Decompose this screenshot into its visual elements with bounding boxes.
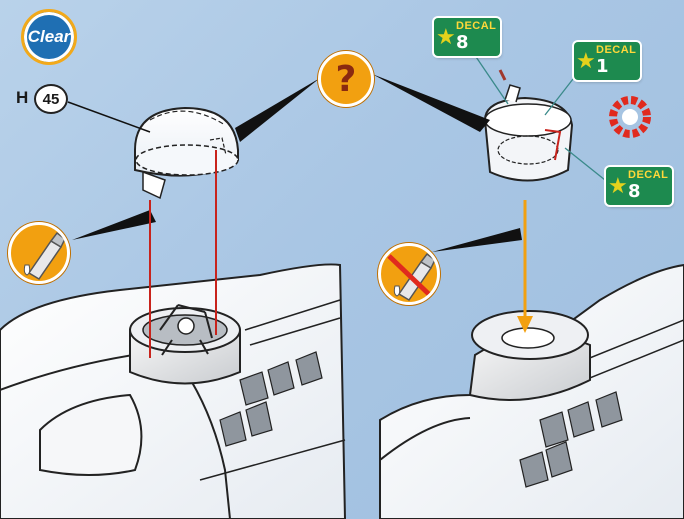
callout-wedge-glue [72,210,156,240]
glue-tube-icon [8,222,70,284]
callout-wedge-h45 [68,102,150,132]
decal-number: 1 [596,56,609,77]
decal-word: DECAL [628,169,668,181]
star-icon: ★ [436,26,456,48]
decal-word: DECAL [456,20,496,32]
clear-part-badge: Clear [21,9,77,65]
left-hull [0,264,345,519]
turret-part [485,70,572,181]
part-number: 45 [43,91,60,108]
callout-wedge-no-glue [432,228,522,252]
decal-1: ★ DECAL 1 [574,42,640,80]
question-mark-icon: ? [318,51,374,107]
decal-number: 8 [628,181,641,202]
part-number-badge: 45 [34,84,68,114]
clear-label: Clear [28,27,71,47]
star-icon: ★ [576,50,596,72]
callout-wedge-question-right [372,74,490,132]
callout-wedge-question-left [235,78,320,142]
question-mark: ? [336,59,357,100]
part-prefix: H [16,88,28,108]
red-segmented-ring-icon [613,100,647,134]
no-glue-icon [378,243,440,305]
dome-part [135,108,238,198]
decal-8-top: ★ DECAL 8 [434,18,500,56]
decal-number: 8 [456,32,469,53]
decal-leader-3 [565,148,605,180]
decal-8-bottom: ★ DECAL 8 [606,167,672,205]
star-icon: ★ [608,175,628,197]
decal-word: DECAL [596,44,636,56]
right-hull [380,265,684,519]
